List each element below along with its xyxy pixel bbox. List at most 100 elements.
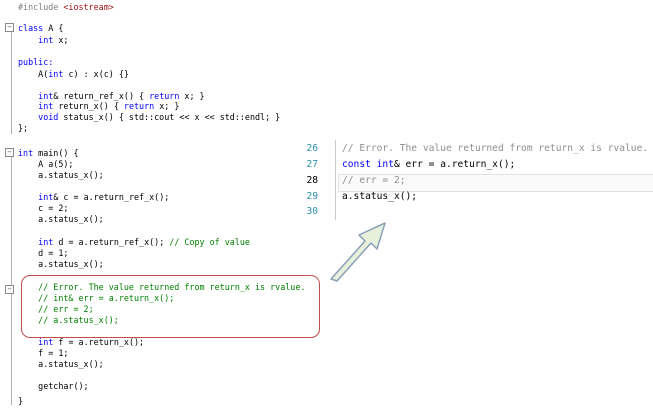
code-token: class [18,23,49,33]
code-token: a.status_x(); [18,359,104,369]
code-token [18,112,38,122]
code-line: int x; [18,36,68,45]
code-line: // err = 2; [342,175,406,186]
code-line: // err = 2; [18,304,94,314]
code-token: int [376,159,394,170]
code-line: public: [18,58,53,67]
code-token: void [38,112,59,122]
code-token: a.status_x(); [18,259,104,269]
code-token [18,35,38,45]
fold-guide-comment [11,290,12,326]
code-token: }; [18,123,29,133]
left-code-editor[interactable]: − − − #include <iostream> class A { int x… [0,0,320,411]
code-token: return_x() { [53,101,124,111]
code-token: a.status_x(); [18,214,104,224]
code-token: & return_ref_x() { [53,91,150,101]
highlight-box [21,275,320,338]
code-line: int& return_ref_x() { return x; } [18,91,205,101]
code-line: f = 1; [18,349,68,358]
code-token: & err = a.return_x(); [393,159,516,170]
code-line: // Error. The value returned from return… [342,143,648,154]
line-number: 26 [306,143,318,154]
code-token: & c = a.return_ref_x(); [53,192,170,202]
code-token: int [38,35,54,45]
code-token: int [38,91,54,101]
code-token: } [18,396,24,406]
code-token: int [38,237,54,247]
fold-toggle-comment[interactable]: − [5,285,14,294]
code-line: // int& err = a.return_x(); [18,294,174,303]
code-token: int [38,337,54,347]
code-token: int [48,69,64,79]
code-line: class A { [18,24,63,33]
code-token: // int& err = a.return_x(); [18,293,175,303]
current-line-highlight [338,174,653,192]
fold-toggle-main[interactable]: − [5,148,14,157]
code-token: status_x() { std::cout << x << std::endl… [58,112,281,122]
code-line: a.status_x(); [18,215,104,224]
code-line: a.status_x(); [18,360,104,369]
code-token: c = 2; [18,203,69,213]
code-line: int return_x() { return x; } [18,102,179,111]
code-line: int f = a.return_x(); [18,338,144,347]
code-line: d = 1; [18,249,68,258]
line-number: 28 [306,175,318,186]
code-token: a.status_x(); [18,170,104,180]
code-line: a.status_x(); [18,171,104,180]
code-token: f = a.return_x(); [53,337,145,347]
code-line: int d = a.return_ref_x(); // Copy of val… [18,238,250,247]
code-token: main() { [33,148,79,158]
code-token: int [18,148,34,158]
code-token: c) : x(c) {} [63,69,129,79]
code-token: a.status_x(); [342,191,418,202]
code-token: // Copy of value [169,237,250,247]
code-token: #include [18,2,64,12]
code-token: A( [18,69,49,79]
arrow-icon [330,222,386,282]
code-token: // err = 2; [342,175,406,186]
code-token: A { [48,23,64,33]
line-number: 30 [306,206,318,217]
code-line: A a(5); [18,160,73,169]
code-token: getchar(); [18,381,89,391]
code-token: return [123,101,155,111]
fold-guide-class [11,31,12,134]
code-token: x; [53,35,69,45]
code-line: a.status_x(); [342,191,417,202]
right-code-editor[interactable]: 26 // Error. The value returned from retu… [285,140,653,220]
code-token: // err = 2; [18,304,94,314]
code-line: }; [18,124,28,133]
code-line: int& c = a.return_ref_x(); [18,193,169,202]
code-token: // Error. The value returned from return… [342,143,649,154]
code-line: getchar(); [18,381,89,391]
code-line: // Error. The value returned from return… [18,283,305,292]
code-line: // a.status_x(); [18,316,119,325]
code-line: a.status_x(); [18,260,104,269]
code-token: int [38,192,54,202]
line-number: 29 [306,191,318,202]
code-token [18,91,38,101]
code-token: A a(5); [18,159,74,169]
code-token: f = 1; [18,348,69,358]
fold-toggle-class[interactable]: − [5,23,14,32]
code-token [18,101,38,111]
code-line: const int& err = a.return_x(); [342,159,515,170]
code-line: int main() { [18,149,79,158]
code-token: public: [18,57,54,67]
code-line: #include <iostream> [18,3,114,12]
code-token: const [342,159,377,170]
code-token: return [149,91,180,101]
code-line: } [18,397,23,406]
line-number: 27 [306,159,318,170]
code-line: c = 2; [18,204,68,213]
right-gutter-divider [335,140,336,220]
code-token [18,337,38,347]
fold-guide-main [11,155,12,405]
code-token: d = 1; [18,248,69,258]
code-token: // Error. The value returned from return… [18,282,306,292]
code-token: int [38,101,54,111]
code-token: <iostream> [63,2,114,12]
code-token: x; } [179,91,205,101]
code-token: d = a.return_ref_x(); [53,237,170,247]
code-token: x; } [154,101,180,111]
